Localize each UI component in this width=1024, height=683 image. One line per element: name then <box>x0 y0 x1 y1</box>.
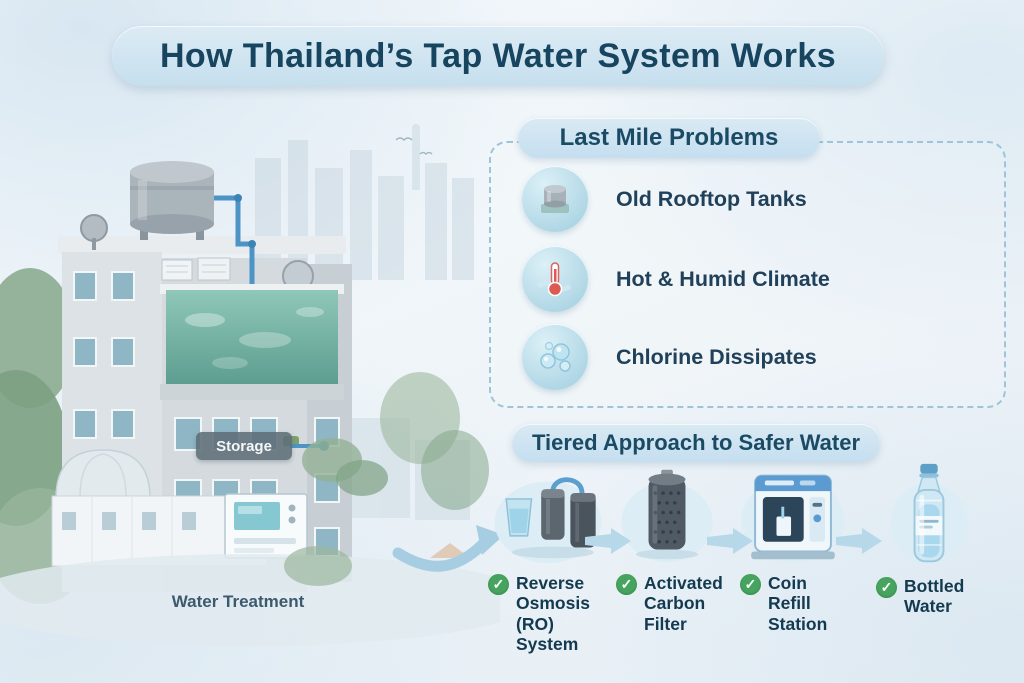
tier-ro-system: ✓ Reverse Osmosis (RO) System <box>486 462 611 654</box>
tier-label: Reverse Osmosis (RO) System <box>516 573 590 654</box>
ac-units <box>161 257 231 281</box>
tier-label: Activated Carbon Filter <box>644 573 723 634</box>
tier-caption: ✓ Reverse Osmosis (RO) System <box>486 573 611 654</box>
arrow-right-icon <box>836 528 882 554</box>
tier-caption: ✓ Activated Carbon Filter <box>614 573 723 634</box>
tier-coin-refill-station: ✓ Coin Refill Station <box>738 462 848 634</box>
treatment-machine <box>224 493 308 559</box>
arrow-right-icon <box>585 528 631 554</box>
check-icon: ✓ <box>488 574 509 595</box>
bottled-water-icon <box>890 463 968 565</box>
problem-label: Old Rooftop Tanks <box>616 186 807 211</box>
storage-label-pill: Storage <box>196 432 292 460</box>
check-icon: ✓ <box>740 574 761 595</box>
problem-item-old-rooftop-tanks: Old Rooftop Tanks <box>522 164 992 234</box>
tier-label: Coin Refill Station <box>768 573 828 634</box>
bushes <box>284 438 388 586</box>
tier-caption: ✓ Coin Refill Station <box>738 573 827 634</box>
problem-item-hot-humid-climate: Hot & Humid Climate <box>522 244 992 314</box>
arrow-right-icon <box>707 528 753 554</box>
ground-wash <box>0 554 500 646</box>
problem-label: Hot & Humid Climate <box>616 266 830 291</box>
bubbles-icon <box>522 324 588 390</box>
problem-item-chlorine-dissipates: Chlorine Dissipates <box>522 322 992 392</box>
title-banner: How Thailand’s Tap Water System Works <box>112 26 884 86</box>
tiered-title: Tiered Approach to Safer Water <box>512 424 880 462</box>
check-icon: ✓ <box>876 577 897 598</box>
rooftop-tank <box>130 161 214 240</box>
rooftop-tank-icon <box>522 166 588 232</box>
city-skyline <box>255 124 474 280</box>
thermometer-icon <box>522 246 588 312</box>
problem-label: Chlorine Dissipates <box>616 344 817 369</box>
water-treatment-label: Water Treatment <box>171 592 305 611</box>
water-pipes <box>214 195 255 290</box>
tier-label: Bottled Water <box>904 576 965 617</box>
trees-right <box>380 372 489 510</box>
storage-pool <box>160 284 344 400</box>
ro-system-icon <box>494 477 602 564</box>
coin-refill-station-icon <box>741 474 845 563</box>
carbon-filter-icon <box>620 469 713 563</box>
tier-caption: ✓ Bottled Water <box>874 576 964 617</box>
problems-title: Last Mile Problems <box>518 118 820 158</box>
storage-label: Storage <box>216 437 272 455</box>
tier-carbon-filter: ✓ Activated Carbon Filter <box>614 462 723 634</box>
page-title: How Thailand’s Tap Water System Works <box>159 36 837 75</box>
check-icon: ✓ <box>616 574 637 595</box>
building-illustration <box>0 124 500 646</box>
tier-bottled-water: ✓ Bottled Water <box>874 462 984 617</box>
birds <box>395 137 433 156</box>
